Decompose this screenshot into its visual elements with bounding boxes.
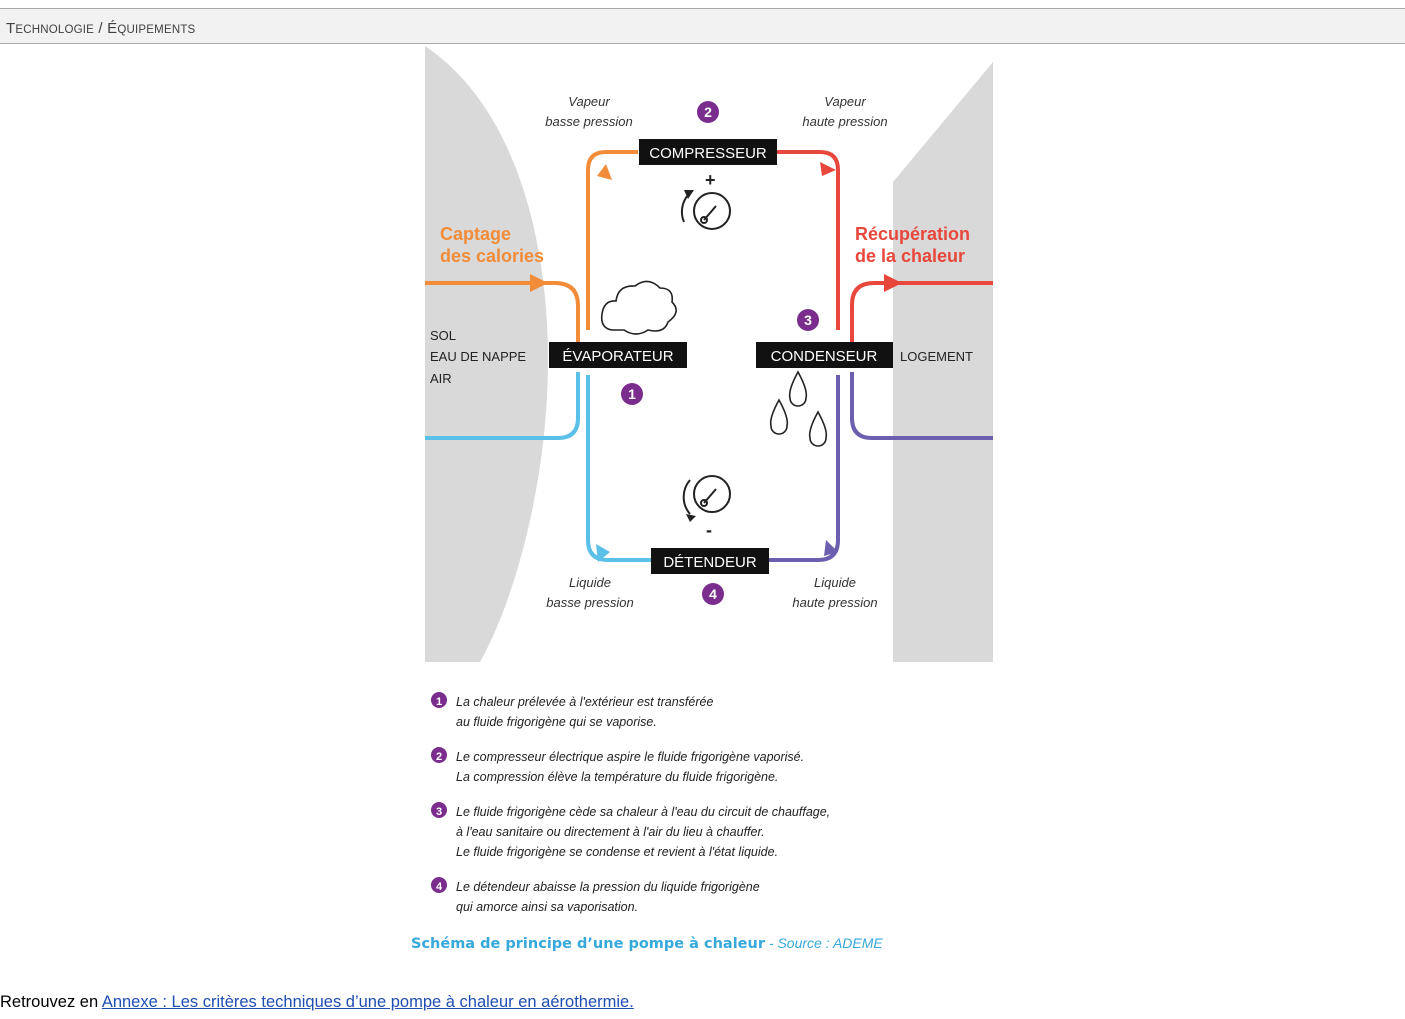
legend-badge-3 <box>431 802 447 818</box>
state-top-left-line2: basse pression <box>545 114 632 129</box>
step-number-3: 3 <box>804 312 812 328</box>
expansion-valve-box <box>651 548 769 574</box>
drops-icon <box>769 370 828 447</box>
state-bottom-left-line2: basse pression <box>546 595 633 610</box>
caption-source: - Source : ADEME <box>765 935 883 951</box>
legend-badge-2 <box>431 747 447 763</box>
loop-top-right-red <box>776 150 840 330</box>
recovery-in-purple <box>850 372 993 440</box>
state-top-left-line1: Vapeur <box>568 94 610 109</box>
legend-1-line1: La chaleur prélevée à l'extérieur est tr… <box>456 695 713 709</box>
compressor-box <box>639 139 777 165</box>
step-badge-2 <box>697 101 719 123</box>
arrowhead-top-right <box>820 162 836 176</box>
header-divider-left <box>0 43 410 44</box>
legend-number-3: 3 <box>436 806 442 818</box>
capture-out-blue <box>425 372 580 440</box>
capture-heading-line2: des calories <box>440 246 544 266</box>
state-bottom-right-line1: Liquide <box>814 575 856 590</box>
caption-title: Schéma de principe d’une pompe à chaleur <box>411 936 765 952</box>
legend-2-line2: La compression élève la température du f… <box>456 770 778 784</box>
gauge-low-icon <box>682 475 731 515</box>
recovery-out-red <box>850 281 993 345</box>
header-divider-right <box>998 43 1405 44</box>
outside-zone <box>425 46 548 662</box>
legend-number-2: 2 <box>436 751 442 763</box>
figure-caption: Schéma de principe d’une pompe à chaleur… <box>411 935 1011 952</box>
source-ground: SOL <box>430 328 456 343</box>
legend: 1 La chaleur prélevée à l'extérieur est … <box>431 692 830 914</box>
recovery-heading-line2: de la chaleur <box>855 246 965 266</box>
minus-sign: - <box>706 520 712 540</box>
annex-prefix: Retrouvez en <box>0 993 102 1011</box>
gauge-high-icon <box>680 192 731 230</box>
capture-heading-line1: Captage <box>440 224 511 244</box>
source-groundwater: EAU DE NAPPE <box>430 349 526 364</box>
state-top-right-line2: haute pression <box>802 114 887 129</box>
section-header: Technologie / Équipements <box>0 8 1405 44</box>
loop-bottom-left-blue <box>586 375 652 562</box>
step-badge-4 <box>702 583 724 605</box>
legend-badge-1 <box>431 692 447 708</box>
evaporator-label: ÉVAPORATEUR <box>562 348 673 365</box>
heat-pump-diagram: COMPRESSEUR ÉVAPORATEUR CONDENSEUR DÉTEN… <box>425 46 993 914</box>
loop-bottom-right-purple <box>768 375 840 562</box>
legend-number-1: 1 <box>436 696 442 708</box>
state-bottom-left-line1: Liquide <box>569 575 611 590</box>
cloud-icon <box>600 280 677 335</box>
state-bottom-right-line2: haute pression <box>792 595 877 610</box>
loop-top-left-orange <box>586 150 638 330</box>
legend-3-line1: Le fluide frigorigène cède sa chaleur à … <box>456 805 830 819</box>
step-badge-3 <box>797 309 819 331</box>
section-title: Technologie / Équipements <box>6 20 196 37</box>
gauge-high-arrow <box>684 190 694 199</box>
arrowhead-bottom-right <box>824 540 838 556</box>
plus-sign: + <box>705 170 716 190</box>
capture-arrowhead <box>530 274 548 292</box>
arrowhead-top-left <box>597 164 612 180</box>
step-number-4: 4 <box>709 586 717 602</box>
recovery-arrowhead <box>884 274 902 292</box>
evaporator-box <box>549 342 687 368</box>
condenser-box <box>756 342 893 368</box>
compressor-label: COMPRESSEUR <box>649 145 767 162</box>
legend-2-line1: Le compresseur électrique aspire le flui… <box>456 750 804 764</box>
legend-number-4: 4 <box>436 881 443 893</box>
condenser-label: CONDENSEUR <box>771 348 878 365</box>
step-number-1: 1 <box>628 386 636 402</box>
arrowhead-bottom-left <box>596 544 610 562</box>
legend-3-line2: à l'eau sanitaire ou directement à l'air… <box>456 825 765 839</box>
expansion-valve-label: DÉTENDEUR <box>663 554 757 571</box>
gauge-low-arrow <box>686 514 696 522</box>
legend-4-line2: qui amorce ainsi sa vaporisation. <box>456 900 638 914</box>
capture-in-orange <box>425 281 580 345</box>
annex-reference: Retrouvez en Annexe : Les critères techn… <box>0 993 634 1012</box>
annex-link[interactable]: Annexe : Les critères techniques d’une p… <box>101 993 634 1011</box>
legend-1-line2: au fluide frigorigène qui se vaporise. <box>456 715 657 729</box>
recovery-heading-line1: Récupération <box>855 224 970 244</box>
step-number-2: 2 <box>704 104 712 120</box>
destination-housing: LOGEMENT <box>900 349 973 364</box>
source-air: AIR <box>430 371 452 386</box>
legend-badge-4 <box>431 877 447 893</box>
step-badge-1 <box>621 383 643 405</box>
house-zone <box>893 62 993 662</box>
legend-3-line3: Le fluide frigorigène se condense et rev… <box>456 845 778 859</box>
legend-4-line1: Le détendeur abaisse la pression du liqu… <box>456 880 760 894</box>
state-top-right-line1: Vapeur <box>824 94 866 109</box>
